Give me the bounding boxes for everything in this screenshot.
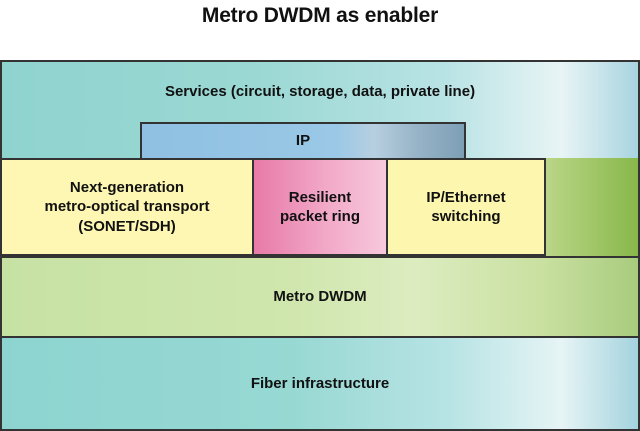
layer-stack-diagram: Services (circuit, storage, data, privat…: [0, 60, 640, 431]
dwdm-label: Metro DWDM: [273, 288, 367, 306]
ip-ethernet-switching-box: IP/Ethernet switching: [386, 158, 546, 256]
fiber-infrastructure-layer: Fiber infrastructure: [2, 338, 638, 429]
ip-layer: IP: [140, 122, 466, 158]
metro-dwdm-layer: Metro DWDM: [2, 256, 638, 338]
sonet-sdh-transport-box: Next-generation metro-optical transport …: [0, 158, 254, 256]
ip-label: IP: [295, 132, 311, 150]
transport-label-line3: (SONET/SDH): [78, 217, 176, 235]
ipeth-label-line1: IP/Ethernet: [426, 188, 506, 206]
transport-label-line1: Next-generation: [69, 178, 185, 196]
rpr-label-line1: Resilient: [288, 188, 352, 206]
rpr-label-line2: packet ring: [279, 208, 361, 225]
ipeth-label-line2: switching: [431, 208, 501, 225]
services-label: Services (circuit, storage, data, privat…: [164, 83, 476, 100]
transport-label-line2: metro-optical transport: [44, 198, 210, 216]
diagram-title: Metro DWDM as enabler: [201, 4, 439, 27]
resilient-packet-ring-box: Resilient packet ring: [252, 158, 388, 256]
fiber-label: Fiber infrastructure: [250, 374, 390, 392]
